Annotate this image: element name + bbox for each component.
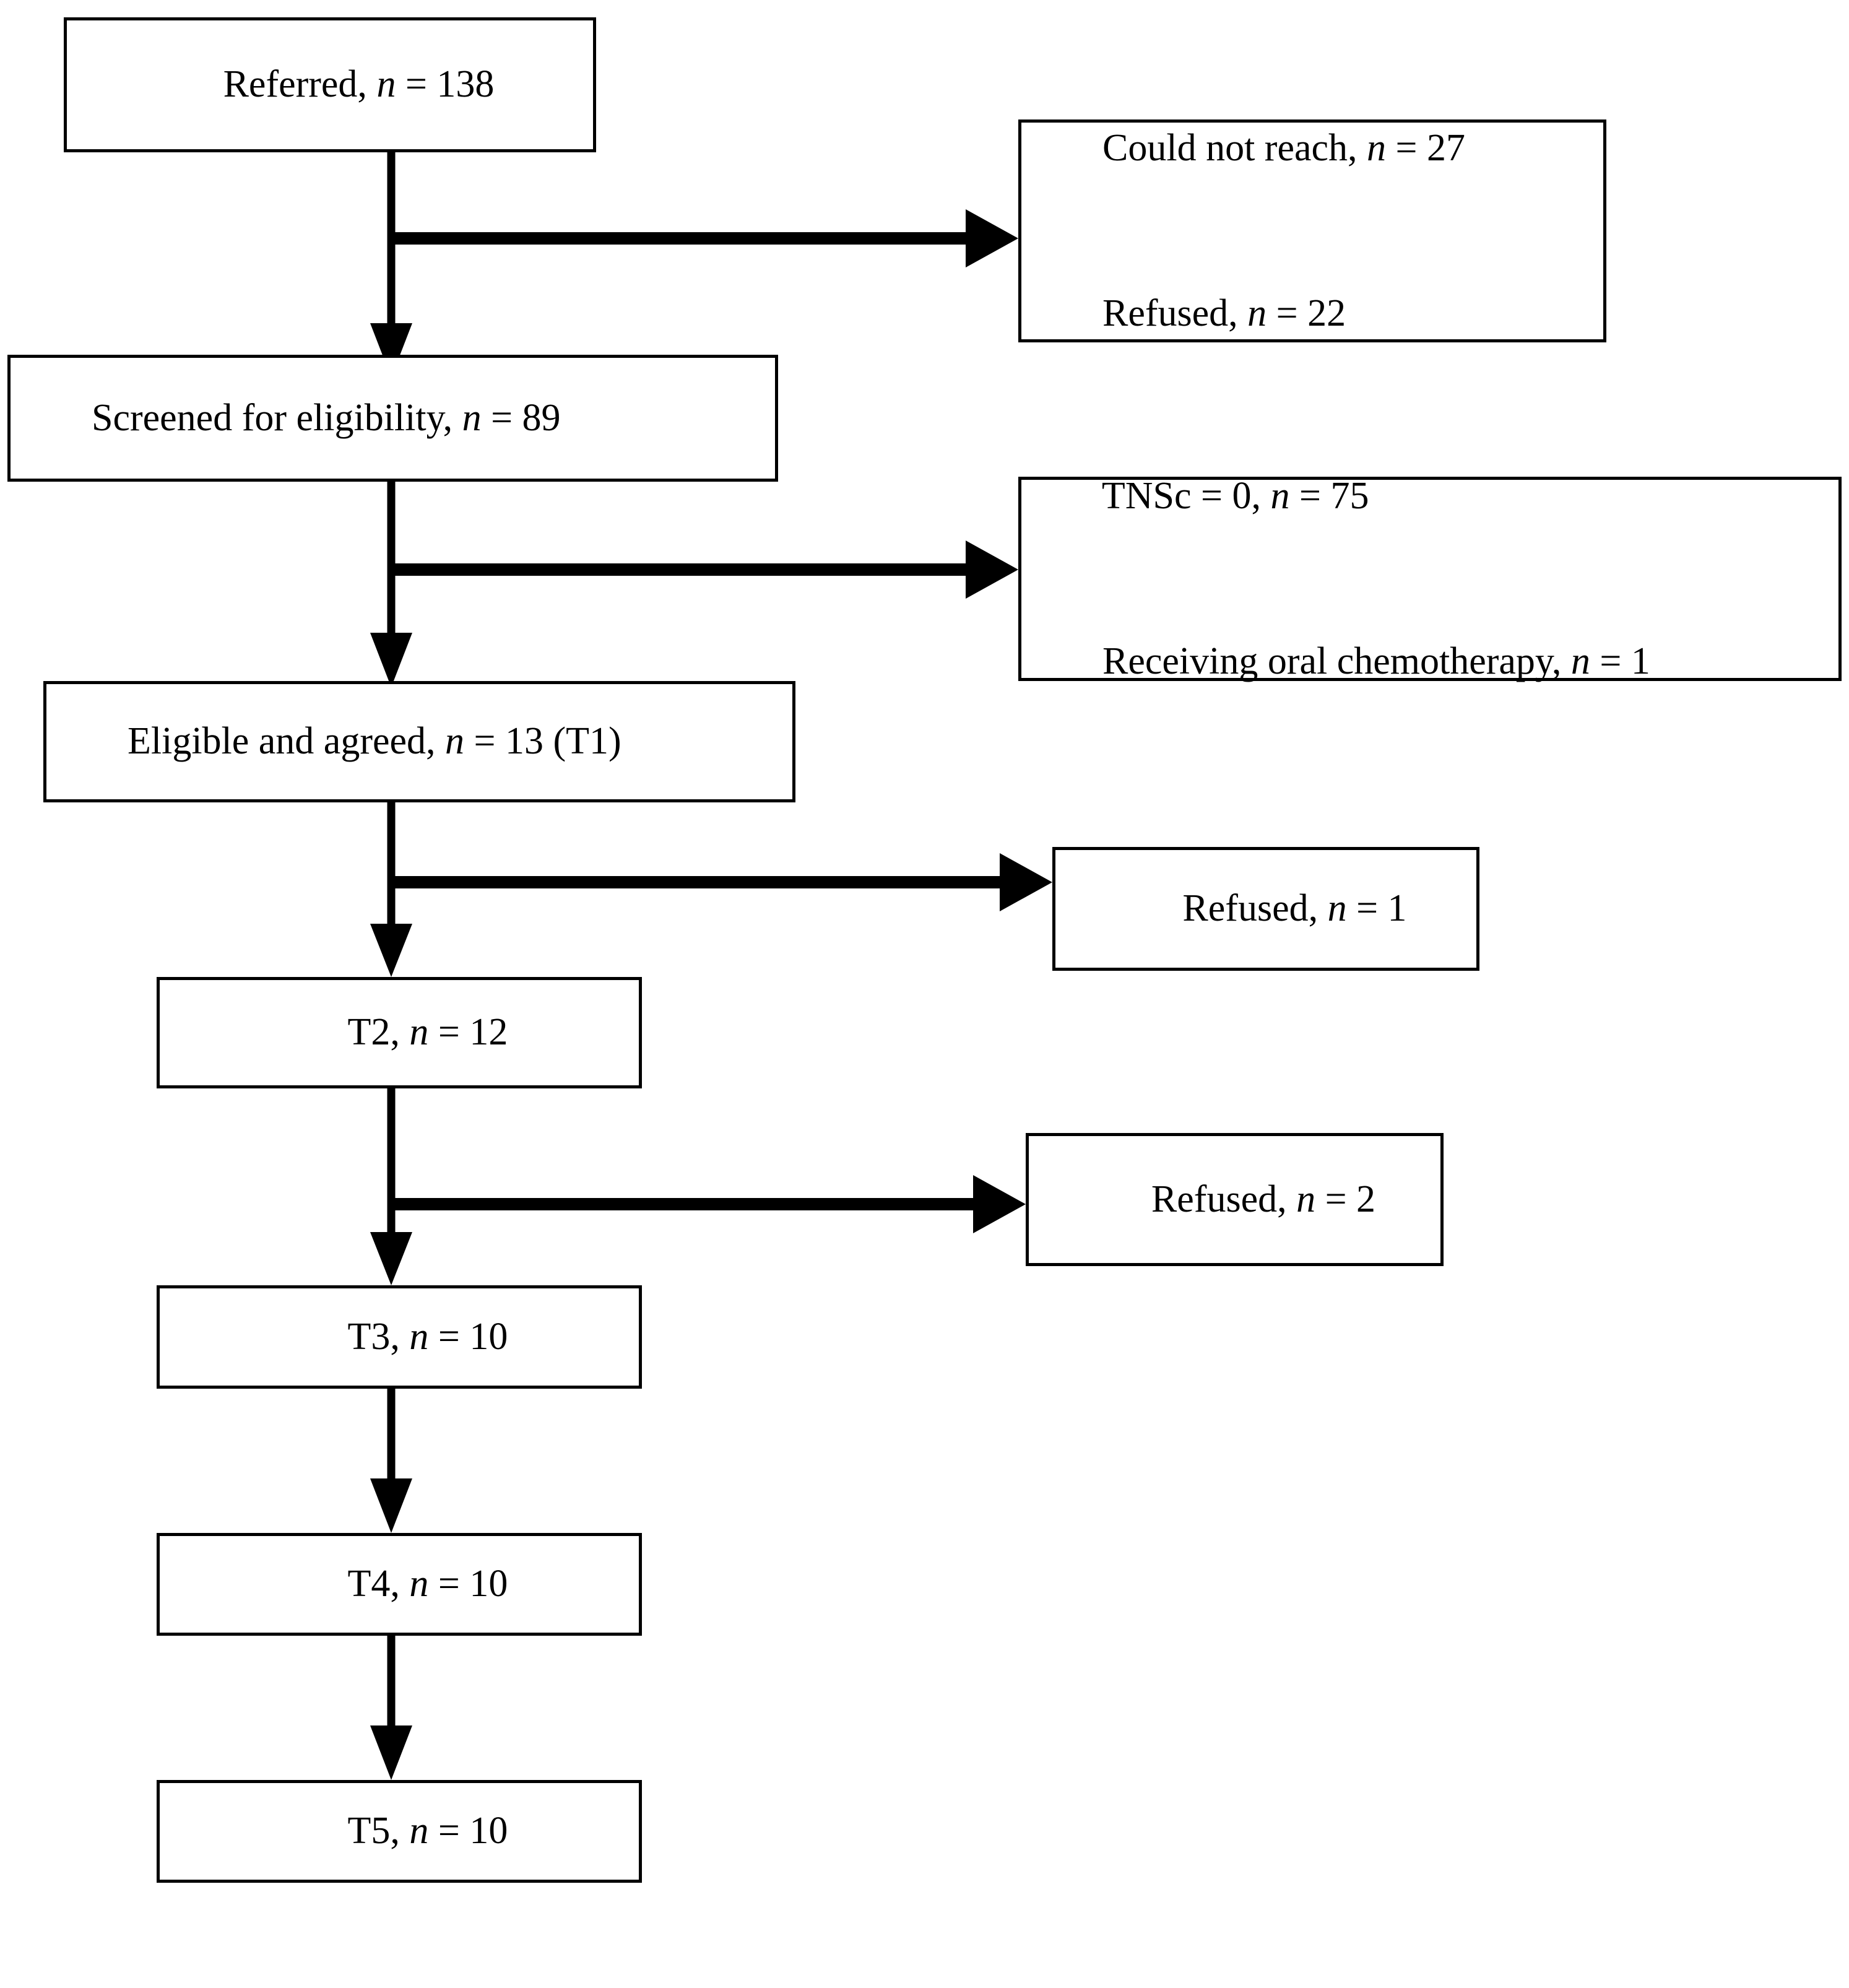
t4-text-prefix: T4, [347,1563,410,1605]
node-eligible-label: Eligible and agreed, n = 13 (T1) [46,681,621,802]
edge-t3-to-t4 [370,1389,412,1533]
node-referred-label: Referred, n = 138 [166,24,495,145]
exclusion2-line1-prefix: TNSc = 0, [1101,474,1271,517]
t2-text-suffix: = 12 [428,1011,508,1054]
t3-n-symbol: n [409,1315,429,1358]
t4-text-suffix: = 10 [428,1563,508,1605]
exclusion2-line2-n-symbol: n [1570,640,1590,683]
t5-n-symbol: n [409,1810,429,1852]
exclusion2-line-2: Receiving oral chemotherapy, n = 1 [1021,601,1650,722]
node-exclusion-box-1[interactable]: Could not reach, n = 27 Refused, n = 22 [1018,119,1606,342]
screened-text-prefix: Screened for eligibility, [92,396,462,439]
referred-text-suffix: = 138 [396,63,495,106]
refused2-text-prefix: Refused, [1151,1178,1297,1220]
exclusion2-line1-n-symbol: n [1270,474,1290,517]
edge-t4-to-t5 [370,1634,412,1780]
node-t3-label: T3, n = 10 [291,1277,508,1397]
edge-t2-to-t3 [370,1088,412,1285]
t5-text-prefix: T5, [347,1810,410,1852]
t4-n-symbol: n [409,1563,429,1605]
node-eligible[interactable]: Eligible and agreed, n = 13 (T1) [43,681,795,802]
eligible-n-symbol: n [445,720,465,763]
edge-screened-to-eligible [370,482,412,687]
node-screened-label: Screened for eligibility, n = 89 [11,358,561,479]
t2-n-symbol: n [409,1011,429,1054]
edge-screened-to-exclusion2 [391,540,1018,599]
node-t4-label: T4, n = 10 [291,1524,508,1644]
edge-eligible-to-refused1 [391,853,1052,911]
eligible-text-prefix: Eligible and agreed, [128,720,446,763]
t3-text-prefix: T3, [347,1315,410,1358]
exclusion1-line2-suffix: = 22 [1267,292,1346,335]
node-t5[interactable]: T5, n = 10 [157,1780,642,1883]
edge-t2-to-refused2 [391,1175,1026,1233]
node-refused-1-label: Refused, n = 1 [1125,848,1406,969]
exclusion1-line2-prefix: Refused, [1102,292,1248,335]
screened-n-symbol: n [462,396,482,439]
node-exclusion-box-2[interactable]: TNSc = 0, n = 75 Receiving oral chemothe… [1018,475,1842,682]
exclusion2-line1-suffix: = 75 [1289,474,1369,517]
node-screened[interactable]: Screened for eligibility, n = 89 [7,355,778,482]
exclusion1-line2-n-symbol: n [1247,292,1267,335]
exclusion1-line-1: Could not reach, n = 27 [1021,88,1465,209]
edge-referred-to-screened [370,152,412,378]
refused2-text-suffix: = 2 [1315,1178,1376,1220]
screened-text-suffix: = 89 [481,396,561,439]
exclusion2-line2-prefix: Receiving oral chemotherapy, [1102,640,1571,683]
edge-referred-to-exclusion1 [391,209,1018,267]
node-t2[interactable]: T2, n = 12 [157,977,642,1088]
node-referred[interactable]: Referred, n = 138 [64,17,596,152]
exclusion2-line2-suffix: = 1 [1590,640,1650,683]
refused1-text-suffix: = 1 [1346,887,1407,930]
refused1-text-prefix: Refused, [1182,887,1328,930]
t2-text-prefix: T2, [347,1011,410,1054]
node-refused-2-label: Refused, n = 2 [1094,1139,1375,1260]
edge-eligible-to-t2 [370,802,412,977]
node-refused-1[interactable]: Refused, n = 1 [1052,847,1479,971]
t3-text-suffix: = 10 [428,1315,508,1358]
eligible-text-suffix: = 13 (T1) [464,720,621,763]
refused1-n-symbol: n [1327,887,1347,930]
exclusion1-line1-suffix: = 27 [1386,126,1465,169]
node-t5-label: T5, n = 10 [291,1771,508,1891]
exclusion1-line1-n-symbol: n [1367,126,1387,169]
refused2-n-symbol: n [1296,1178,1316,1220]
node-t2-label: T2, n = 12 [291,972,508,1093]
node-refused-2[interactable]: Refused, n = 2 [1026,1133,1444,1266]
exclusion1-line1-prefix: Could not reach, [1102,126,1367,169]
referred-n-symbol: n [376,63,396,106]
t5-text-suffix: = 10 [428,1810,508,1852]
exclusion1-line-2: Refused, n = 22 [1021,253,1346,374]
node-t3[interactable]: T3, n = 10 [157,1285,642,1389]
exclusion2-line-1: TNSc = 0, n = 75 [1021,436,1369,557]
referred-text-prefix: Referred, [223,63,377,106]
node-t4[interactable]: T4, n = 10 [157,1533,642,1636]
